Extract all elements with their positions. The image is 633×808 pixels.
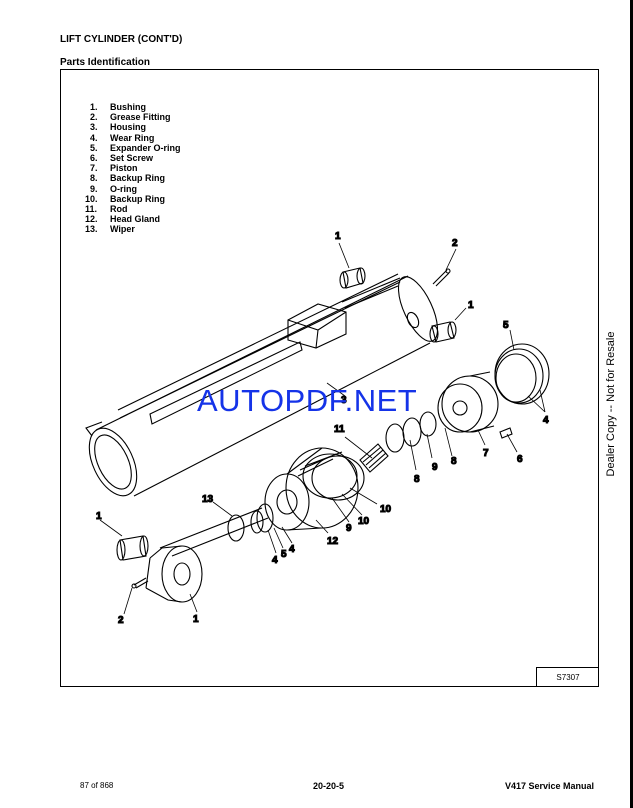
callout-1: 1 xyxy=(193,614,199,625)
parts-list: 1.Bushing 2.Grease Fitting 3.Housing 4.W… xyxy=(78,102,181,235)
callout-4: 4 xyxy=(543,415,549,426)
callout-13: 13 xyxy=(202,494,214,505)
wear-ring-drawing xyxy=(494,343,550,405)
backup-ring-drawing xyxy=(385,411,437,453)
parts-identification-heading: Parts Identification xyxy=(60,57,151,68)
parts-list-item: 12.Head Gland xyxy=(85,214,161,225)
parts-list-item: 11.Rod xyxy=(85,204,128,215)
parts-list-item: 6.Set Screw xyxy=(90,153,154,164)
callout-5: 5 xyxy=(281,549,287,560)
parts-list-item: 7.Piston xyxy=(90,163,138,174)
bushing-bottom-drawing xyxy=(116,535,149,561)
rod-ring-drawing xyxy=(302,453,365,501)
callout-4: 4 xyxy=(272,555,278,566)
grease-fitting-bottom-drawing xyxy=(131,577,149,589)
page-count: 87 of 868 xyxy=(80,781,114,790)
set-screw-drawing xyxy=(499,427,513,439)
side-note: Dealer Copy -- Not for Resale xyxy=(605,331,617,477)
parts-list-item: 4.Wear Ring xyxy=(90,132,155,143)
rod-drawing xyxy=(359,443,389,473)
leader-lines xyxy=(99,242,546,615)
callout-6: 6 xyxy=(517,454,523,465)
housing-drawing xyxy=(85,273,439,497)
rod-shaft-drawing xyxy=(159,507,269,557)
callout-9: 9 xyxy=(346,523,352,534)
bushing-right-drawing xyxy=(429,321,457,343)
parts-list-item: 9.O-ring xyxy=(90,183,137,194)
page-number: 20-20-5 xyxy=(313,781,345,791)
section-title: LIFT CYLINDER (CONT'D) xyxy=(60,34,183,45)
rod-eye-drawing xyxy=(145,545,203,603)
parts-list-item: 1.Bushing xyxy=(90,102,146,112)
manual-title: V417 Service Manual xyxy=(505,781,595,791)
callout-8: 8 xyxy=(451,456,457,467)
callout-1: 1 xyxy=(468,300,474,311)
bushing-top-drawing xyxy=(339,267,366,289)
callout-9: 9 xyxy=(432,462,438,473)
callout-2: 2 xyxy=(452,238,458,249)
callout-1: 1 xyxy=(335,231,341,242)
head-gland-drawing xyxy=(264,447,359,531)
watermark: AUTOPDF.NET xyxy=(197,383,418,418)
grease-fitting-top-drawing xyxy=(432,268,451,287)
callout-10: 10 xyxy=(380,504,392,515)
callout-1: 1 xyxy=(96,511,102,522)
callout-5: 5 xyxy=(503,320,509,331)
parts-list-item: 13.Wiper xyxy=(85,224,135,235)
parts-list-item: 5.Expander O-ring xyxy=(90,142,181,153)
callout-11: 11 xyxy=(334,424,345,435)
callout-2: 2 xyxy=(118,615,124,626)
piston-drawing xyxy=(437,371,499,433)
callout-4: 4 xyxy=(289,544,295,555)
callout-7: 7 xyxy=(483,448,489,459)
parts-list-item: 3.Housing xyxy=(90,122,146,133)
parts-list-item: 8.Backup Ring xyxy=(90,173,166,184)
callout-3: 3 xyxy=(341,395,347,406)
figure-code: S7307 xyxy=(536,667,599,687)
parts-list-item: 2.Grease Fitting xyxy=(90,112,171,123)
callout-10: 10 xyxy=(358,516,370,527)
figure-frame xyxy=(60,69,599,687)
parts-list-item: 10.Backup Ring xyxy=(85,193,166,204)
callout-8: 8 xyxy=(414,474,420,485)
page-edge xyxy=(630,0,633,808)
callout-12: 12 xyxy=(327,536,339,547)
gland-block-drawing xyxy=(287,303,347,349)
